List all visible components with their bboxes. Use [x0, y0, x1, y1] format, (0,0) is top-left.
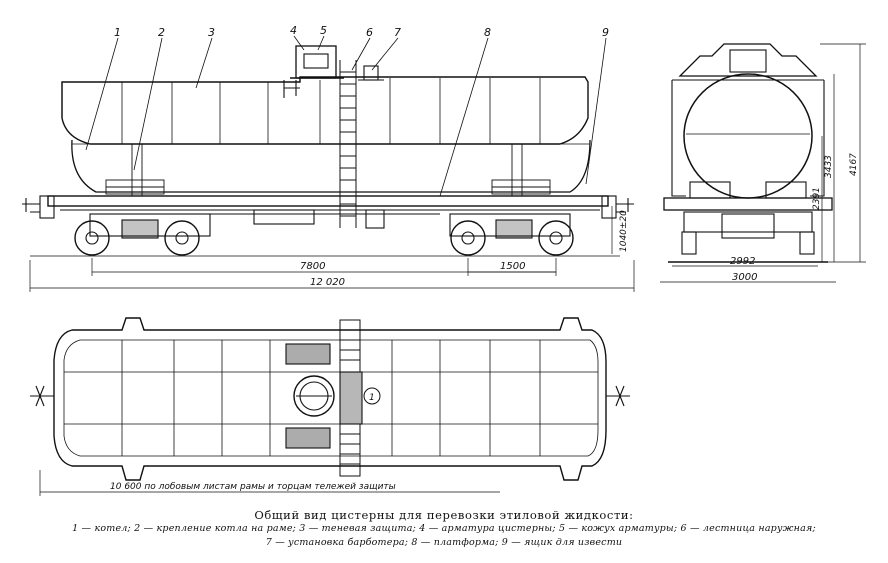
dim-base: 7800 — [300, 261, 325, 272]
dim-height-mid: 3433 — [824, 155, 834, 178]
dim-height-low: 2391 — [812, 187, 822, 210]
caption-title: Общий вид цистерны для перевозки этилово… — [254, 508, 634, 522]
callout-7: 7 — [394, 26, 401, 39]
callout-3: 3 — [208, 26, 215, 39]
callout-9: 9 — [602, 26, 609, 39]
dim-front-width-2: 3000 — [732, 272, 757, 283]
caption-legend-line-2: 7 — установка барботера; 8 — платформа; … — [265, 537, 623, 548]
plan-view — [30, 317, 630, 496]
dim-front-width-1: 2992 — [730, 256, 755, 267]
dim-coupler-height: 1040±20 — [619, 210, 629, 252]
plan-marker: 1 — [369, 393, 375, 403]
side-bogie-left — [74, 213, 211, 256]
dimension-labels: 7800 1500 12 020 1040±20 10 600 по лобов… — [110, 153, 859, 492]
dim-height-total: 4167 — [849, 153, 859, 176]
dim-overall: 12 020 — [310, 277, 345, 288]
callout-2: 2 — [158, 26, 165, 39]
front-view — [660, 43, 866, 283]
dim-boiler-length: 10 600 по лобовым листам рамы и торцам т… — [110, 482, 396, 492]
callout-labels: 1 2 3 4 5 6 7 8 9 1 — [114, 24, 609, 403]
side-view — [22, 35, 635, 292]
callout-8: 8 — [484, 26, 491, 39]
callout-6: 6 — [366, 26, 373, 39]
callout-4: 4 — [290, 24, 297, 37]
caption-legend-line-1: 1 — котел; 2 — крепление котла на раме; … — [72, 523, 816, 534]
callout-5: 5 — [320, 24, 327, 37]
callout-1: 1 — [114, 26, 121, 39]
side-bogie-right — [449, 213, 574, 256]
dim-bogie: 1500 — [500, 261, 525, 272]
